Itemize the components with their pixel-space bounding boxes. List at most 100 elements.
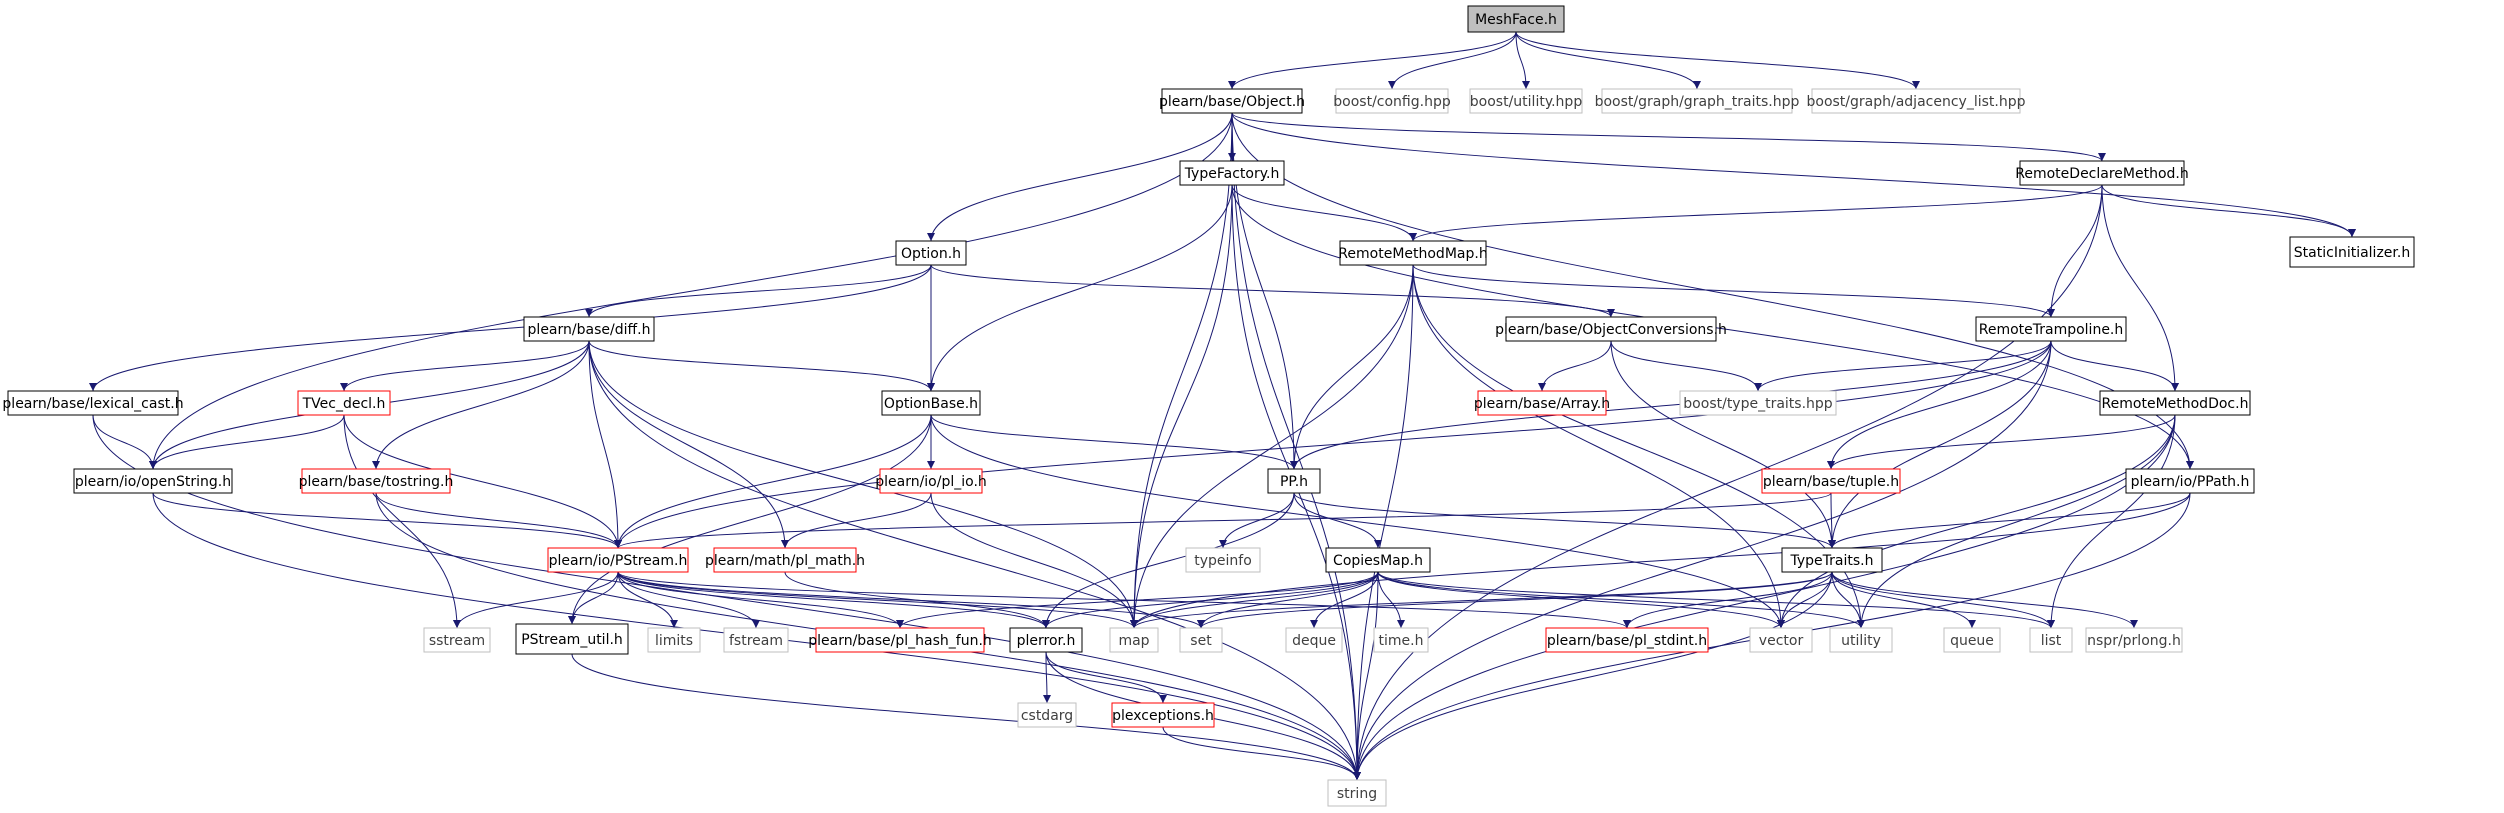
node-object[interactable]: plearn/base/Object.h — [1159, 88, 1305, 114]
edge-remotemethodmap-to-remotetramp — [1412, 264, 2055, 318]
node-box-list — [2029, 627, 2073, 653]
node-plmath[interactable]: plearn/math/pl_math.h — [705, 547, 865, 573]
node-label-meshface: MeshFace.h — [1475, 12, 1557, 28]
node-sstream[interactable]: sstream — [423, 627, 491, 653]
node-map[interactable]: map — [1109, 627, 1159, 653]
node-box-bconfig — [1335, 88, 1449, 114]
node-array[interactable]: plearn/base/Array.h — [1474, 390, 1610, 416]
edge-copiesmap-to-plerror — [1042, 571, 1379, 629]
node-list[interactable]: list — [2029, 627, 2073, 653]
edge-plio-to-plmath — [781, 492, 932, 549]
node-box-plstdint — [1545, 627, 1709, 653]
edge-optionbase-to-pstream — [614, 414, 932, 549]
node-ppath[interactable]: plearn/io/PPath.h — [2125, 468, 2255, 494]
node-label-tvecdecl: TVec_decl.h — [302, 396, 386, 412]
node-remotedoc[interactable]: RemoteMethodDoc.h — [2099, 390, 2251, 416]
node-label-copiesmap: CopiesMap.h — [1333, 553, 1423, 569]
node-box-typetraits — [1781, 547, 1883, 573]
edge-pp-to-typeinfo — [1219, 492, 1295, 549]
edge-plio-to-map — [930, 492, 1138, 629]
node-label-diff: plearn/base/diff.h — [528, 322, 651, 338]
node-lexcast[interactable]: plearn/base/lexical_cast.h — [2, 390, 184, 416]
node-plerror[interactable]: plerror.h — [1009, 627, 1083, 653]
node-label-plstdint: plearn/base/pl_stdint.h — [1547, 633, 1707, 649]
node-bconfig[interactable]: boost/config.hpp — [1333, 88, 1451, 114]
node-box-plmath — [713, 547, 857, 573]
edge-openstring-to-pstream — [152, 492, 622, 549]
node-badjlist[interactable]: boost/graph/adjacency_list.hpp — [1807, 88, 2026, 114]
edge-diff-to-tostring — [372, 340, 590, 470]
node-objconv[interactable]: plearn/base/ObjectConversions.h — [1495, 316, 1727, 342]
node-set[interactable]: set — [1179, 627, 1223, 653]
node-openstring[interactable]: plearn/io/openString.h — [73, 468, 233, 494]
node-box-diff — [523, 316, 655, 342]
node-queue[interactable]: queue — [1943, 627, 2001, 653]
edge-tvecdecl-to-pstream — [343, 414, 622, 549]
node-label-timeh: time.h — [1379, 633, 1424, 649]
node-box-set — [1179, 627, 1223, 653]
edge-pstream-to-hashfun — [617, 571, 904, 629]
node-tvecdecl[interactable]: TVec_decl.h — [297, 390, 391, 416]
edge-remotetramp-to-typetraits — [1828, 340, 2052, 549]
node-staticinit[interactable]: StaticInitializer.h — [2289, 236, 2415, 268]
node-copiesmap[interactable]: CopiesMap.h — [1325, 547, 1431, 573]
node-box-string — [1327, 779, 1387, 807]
node-typeinfo[interactable]: typeinfo — [1185, 547, 1261, 573]
node-plexceptions[interactable]: plexceptions.h — [1111, 702, 1215, 728]
edge-diff-to-pstream — [588, 340, 622, 549]
node-box-tuple — [1761, 468, 1901, 494]
edge-pstream-to-limits — [617, 571, 678, 629]
node-box-badjlist — [1811, 88, 2021, 114]
node-box-remotemethodmap — [1339, 240, 1487, 266]
node-utility[interactable]: utility — [1829, 627, 1893, 653]
node-bgraphtraits[interactable]: boost/graph/graph_traits.hpp — [1595, 88, 1800, 114]
edge-remotemethodmap-to-pp — [1290, 264, 1414, 470]
node-butility[interactable]: boost/utility.hpp — [1469, 88, 1583, 114]
node-pstreamutil[interactable]: PStream_util.h — [515, 623, 629, 655]
node-label-pstream: plearn/io/PStream.h — [549, 553, 688, 569]
edge-typetraits-to-queue — [1831, 571, 1976, 629]
node-box-meshface — [1467, 5, 1565, 33]
node-tuple[interactable]: plearn/base/tuple.h — [1761, 468, 1901, 494]
node-label-plerror: plerror.h — [1017, 633, 1076, 649]
node-label-btypetraits: boost/type_traits.hpp — [1683, 396, 1832, 412]
node-btypetraits[interactable]: boost/type_traits.hpp — [1679, 390, 1837, 416]
node-tostring[interactable]: plearn/base/tostring.h — [299, 468, 454, 494]
node-pstream[interactable]: plearn/io/PStream.h — [547, 547, 689, 573]
node-meshface[interactable]: MeshFace.h — [1467, 5, 1565, 33]
node-box-limits — [647, 627, 701, 653]
edge-plerror-to-cstdarg — [1042, 651, 1051, 704]
edge-pstream-to-plstdint — [617, 571, 1631, 629]
edge-copiesmap-to-deque — [1310, 571, 1379, 629]
node-hashfun[interactable]: plearn/base/pl_hash_fun.h — [808, 627, 992, 653]
node-label-ppath: plearn/io/PPath.h — [2131, 474, 2250, 490]
node-option[interactable]: Option.h — [895, 240, 967, 266]
node-prlong[interactable]: nspr/prlong.h — [2085, 627, 2183, 653]
node-pp[interactable]: PP.h — [1267, 468, 1321, 494]
node-box-typefactory — [1179, 160, 1285, 186]
node-plstdint[interactable]: plearn/base/pl_stdint.h — [1545, 627, 1709, 653]
edge-typefactory-to-remotemethodmap — [1231, 184, 1417, 242]
node-optionbase[interactable]: OptionBase.h — [881, 390, 981, 416]
node-deque[interactable]: deque — [1285, 627, 1343, 653]
node-fstream[interactable]: fstream — [723, 627, 789, 653]
node-plio[interactable]: plearn/io/pl_io.h — [875, 468, 987, 494]
node-box-utility — [1829, 627, 1893, 653]
node-typetraits[interactable]: TypeTraits.h — [1781, 547, 1883, 573]
edge-pp-to-typetraits — [1293, 492, 1836, 549]
node-box-pp — [1267, 468, 1321, 494]
node-cstdarg[interactable]: cstdarg — [1017, 702, 1077, 728]
node-remotedeclare[interactable]: RemoteDeclareMethod.h — [2015, 160, 2189, 186]
node-vector[interactable]: vector — [1749, 627, 1813, 653]
node-remotetramp[interactable]: RemoteTrampoline.h — [1975, 316, 2127, 342]
node-label-objconv: plearn/base/ObjectConversions.h — [1495, 322, 1727, 338]
node-typefactory[interactable]: TypeFactory.h — [1179, 160, 1285, 186]
node-limits[interactable]: limits — [647, 627, 701, 653]
node-string[interactable]: string — [1327, 779, 1387, 807]
node-diff[interactable]: plearn/base/diff.h — [523, 316, 655, 342]
edge-typefactory-to-optionbase — [927, 184, 1233, 392]
node-remotemethodmap[interactable]: RemoteMethodMap.h — [1338, 240, 1488, 266]
node-box-ppath — [2125, 468, 2255, 494]
edge-remotetramp-to-btypetraits — [1754, 340, 2052, 392]
node-timeh[interactable]: time.h — [1373, 627, 1429, 653]
